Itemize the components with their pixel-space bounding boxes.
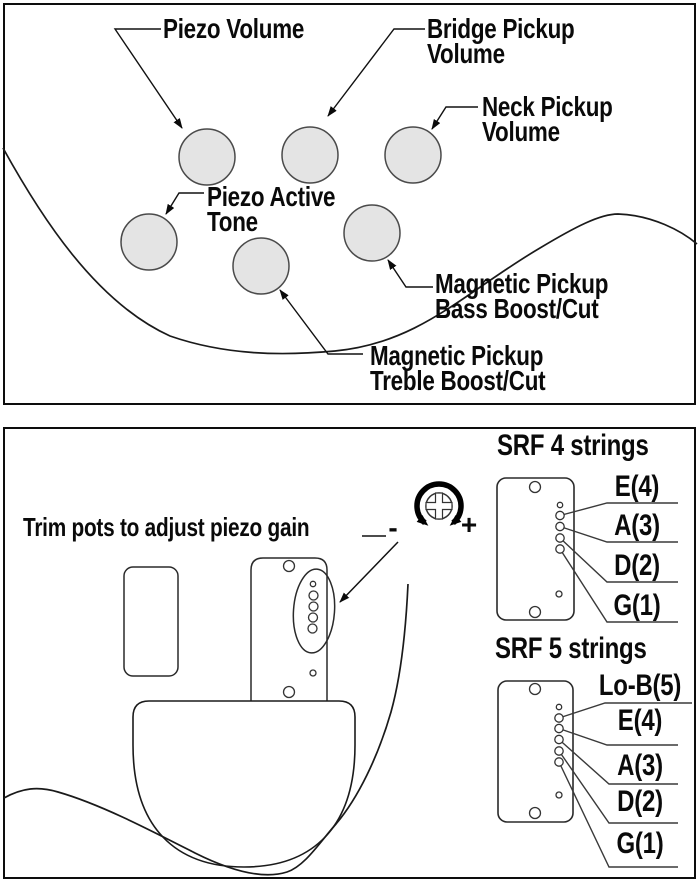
srf5-string-LoB5: Lo-B(5) [598, 669, 682, 702]
label-text: Tone [207, 206, 258, 237]
srf4-string-G1: G(1) [613, 589, 661, 622]
label-text: Magnetic Pickup [370, 340, 544, 371]
plus-sign: + [460, 509, 478, 540]
label-text: Volume [482, 116, 560, 147]
label-text: Piezo Active [207, 181, 336, 212]
label-text: Magnetic Pickup [435, 268, 609, 299]
srf5-title: SRF 5 strings [495, 632, 647, 665]
minus-sign: - [388, 512, 398, 543]
title-text: SRF 4 strings [497, 429, 649, 462]
srf4-string-D2: D(2) [614, 549, 660, 582]
label-piezo-active-tone: Piezo Active Tone [207, 181, 336, 237]
srf5-string-A3: A(3) [617, 749, 663, 782]
label-magnetic-bass: Magnetic Pickup Bass Boost/Cut [435, 268, 609, 324]
srf4-string-E4: E(4) [614, 470, 660, 503]
srf5-string-E4: E(4) [617, 704, 663, 737]
label-text: Neck Pickup [482, 91, 613, 122]
label-text: Trim pots to adjust piezo gain [23, 512, 310, 542]
srf5-string-D2: D(2) [617, 785, 663, 818]
srf4-string-A3: A(3) [614, 509, 660, 542]
label-piezo-volume: Piezo Volume [163, 13, 305, 44]
label-magnetic-treble: Magnetic Pickup Treble Boost/Cut [370, 340, 546, 396]
controls-panel [3, 3, 696, 405]
label-text: Volume [427, 38, 505, 69]
label-neck-pickup-volume: Neck Pickup Volume [482, 91, 613, 147]
srf5-string-G1: G(1) [616, 827, 664, 860]
label-text: Bridge Pickup [427, 13, 575, 44]
label-text: Piezo Volume [163, 13, 305, 44]
title-text: SRF 5 strings [495, 632, 647, 665]
label-bridge-pickup-volume: Bridge Pickup Volume [427, 13, 575, 69]
label-text: Bass Boost/Cut [435, 293, 599, 324]
label-text: Treble Boost/Cut [370, 365, 546, 396]
srf4-title: SRF 4 strings [497, 429, 649, 462]
label-trim-pots: Trim pots to adjust piezo gain [23, 512, 310, 542]
